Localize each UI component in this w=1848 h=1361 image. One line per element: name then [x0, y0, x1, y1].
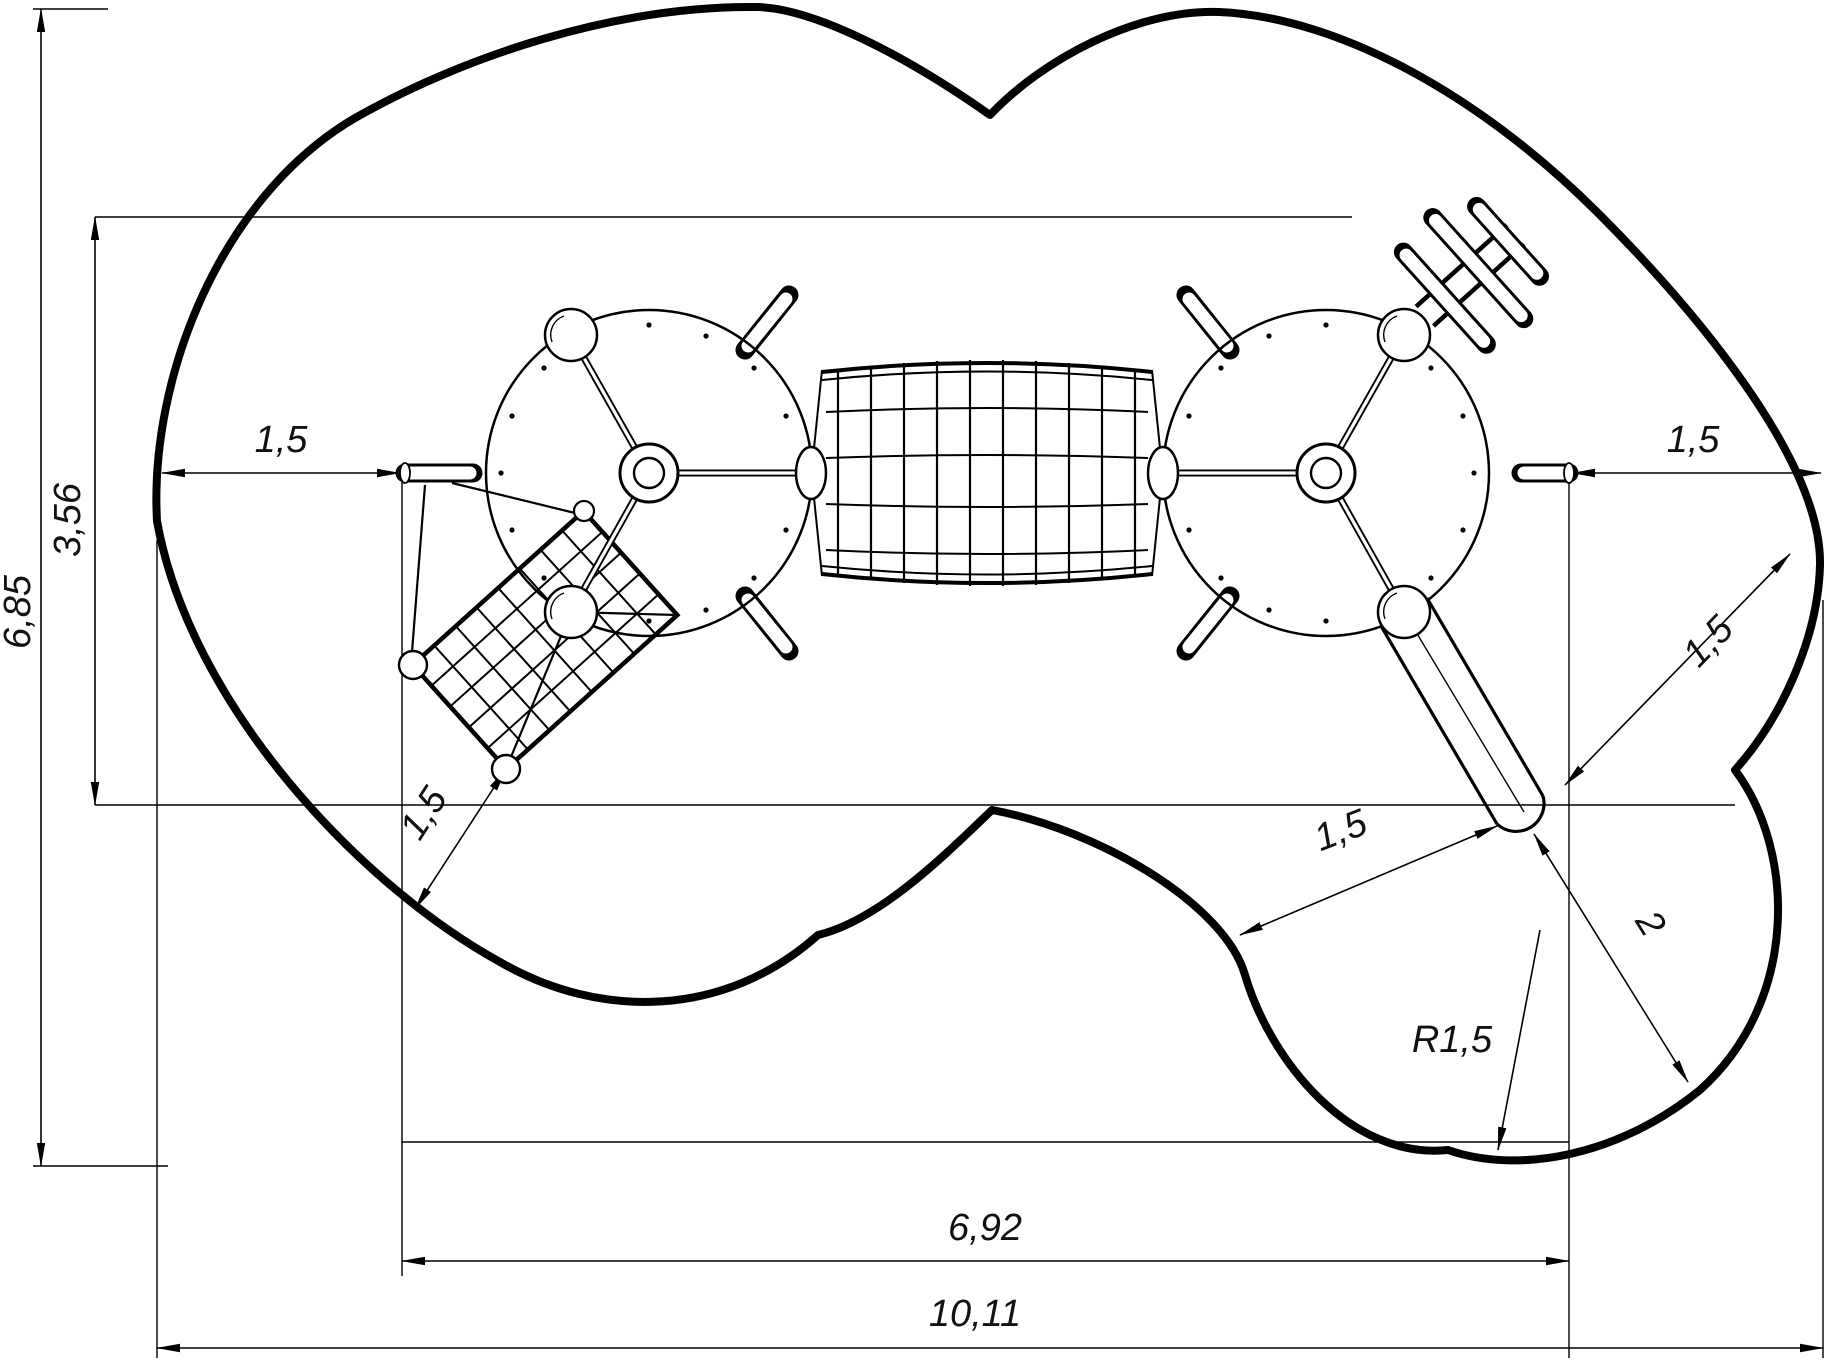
- dim-label-right-clearance: 1,5: [1667, 419, 1721, 461]
- equipment-plan: [395, 196, 1579, 834]
- dim-slide-side-clearance: [1564, 553, 1791, 786]
- dim-label-corner-radius: R1,5: [1412, 1019, 1493, 1061]
- post-ball: [1376, 584, 1432, 640]
- slide: [1379, 596, 1546, 834]
- overhead-bars: [1393, 196, 1549, 354]
- dim-label-slide-side-clearance: 1,5: [1675, 607, 1743, 675]
- leader-corner-radius: [1497, 929, 1541, 1151]
- climbing-net: [397, 481, 681, 785]
- right-platform: [1146, 307, 1491, 640]
- dim-slide-lower-clearance: [1239, 825, 1498, 936]
- dim-label-left-clearance: 1,5: [255, 419, 309, 461]
- left-platform: [484, 307, 828, 640]
- net-corner-ball: [490, 753, 522, 785]
- rope-bridge: [812, 360, 1162, 586]
- bridge-ring: [1146, 445, 1180, 501]
- dim-label-total-width: 10,11: [929, 1293, 1021, 1335]
- net-corner-ball: [572, 499, 596, 523]
- dim-net-clearance: [414, 768, 507, 910]
- dim-slide-runout: [1533, 833, 1689, 1083]
- post-ball: [543, 307, 599, 363]
- dim-label-total-height: 6,85: [0, 574, 39, 649]
- right-platform-bolts: [1175, 322, 1477, 624]
- dim-label-slide-lower-clearance: 1,5: [1309, 801, 1374, 859]
- post-ball: [543, 584, 599, 640]
- dim-label-inner-height: 3,56: [47, 482, 89, 557]
- dim-label-slide-runout: 2: [1626, 903, 1673, 944]
- dim-label-inner-width: 6,92: [948, 1207, 1022, 1249]
- grab-tubes: [395, 285, 1579, 661]
- dimension-lines: [36, 8, 1824, 1353]
- bridge-ring: [794, 445, 828, 501]
- safety-zone-outline: [152, 2, 1825, 1165]
- post-ball: [1376, 307, 1432, 363]
- net-corner-ball: [397, 649, 429, 681]
